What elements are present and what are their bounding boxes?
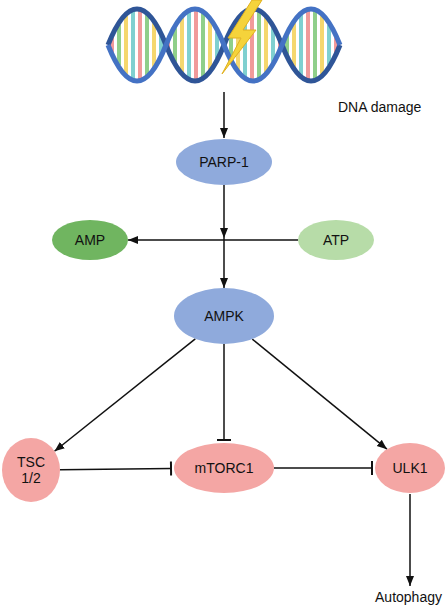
ellipse-fill [2, 438, 60, 502]
autophagy-arrow [409, 494, 411, 586]
base-pair [327, 25, 331, 65]
damage-arrow [223, 92, 225, 138]
ellipse-fill [176, 139, 272, 185]
ellipse-fill [375, 443, 445, 493]
base-pair [124, 15, 128, 75]
activation-connector [128, 239, 298, 241]
ellipse-fill [52, 220, 128, 260]
base-pair [313, 10, 317, 80]
ellipse-fill [298, 220, 374, 260]
protein-ellipse: ULK1 [375, 443, 445, 493]
base-pair [208, 20, 212, 70]
base-pair [250, 9, 254, 81]
protein-ellipse: PARP-1 [176, 139, 272, 185]
base-pair [152, 23, 156, 67]
inhibition-connector [274, 467, 372, 469]
base-pair [117, 25, 121, 65]
base-pair [306, 9, 310, 80]
protein-ellipse: mTORC1 [174, 443, 274, 493]
node-label: AMPK [204, 308, 244, 324]
base-pair [145, 14, 149, 76]
node-label: ULK1 [392, 460, 427, 476]
base-pair [187, 11, 191, 79]
base-pair [320, 15, 324, 75]
ellipse-fill [174, 288, 274, 344]
node-label: AMP [75, 232, 105, 248]
outcome-label: Autophagy [370, 589, 447, 605]
inhibition-connector [60, 469, 171, 470]
activation-connector [55, 339, 196, 451]
base-pair [138, 9, 142, 80]
activation-connector [223, 185, 225, 288]
protein-ellipse: AMPK [174, 288, 274, 344]
base-pair [194, 9, 198, 81]
node-label: ATP [323, 232, 349, 248]
protein-ellipse: TSC 1/2 [2, 438, 60, 502]
event-label: DNA damage [338, 99, 443, 115]
base-pair [257, 11, 261, 79]
node-label: mTORC1 [195, 460, 254, 476]
base-pair [201, 12, 205, 77]
metabolite-ellipse: ATP [298, 220, 374, 260]
base-pair [131, 10, 135, 80]
base-pair [299, 14, 303, 76]
metabolite-ellipse: AMP [52, 220, 128, 260]
base-pair [180, 18, 184, 73]
node-label: PARP-1 [199, 154, 249, 170]
ellipse-fill [174, 443, 274, 493]
node-label: TSC 1/2 [11, 454, 51, 486]
activation-connector [252, 339, 387, 449]
inhibition-connector [223, 344, 225, 440]
base-pair [292, 23, 296, 67]
base-pair [264, 18, 268, 73]
lightning-bolt [222, 0, 262, 74]
